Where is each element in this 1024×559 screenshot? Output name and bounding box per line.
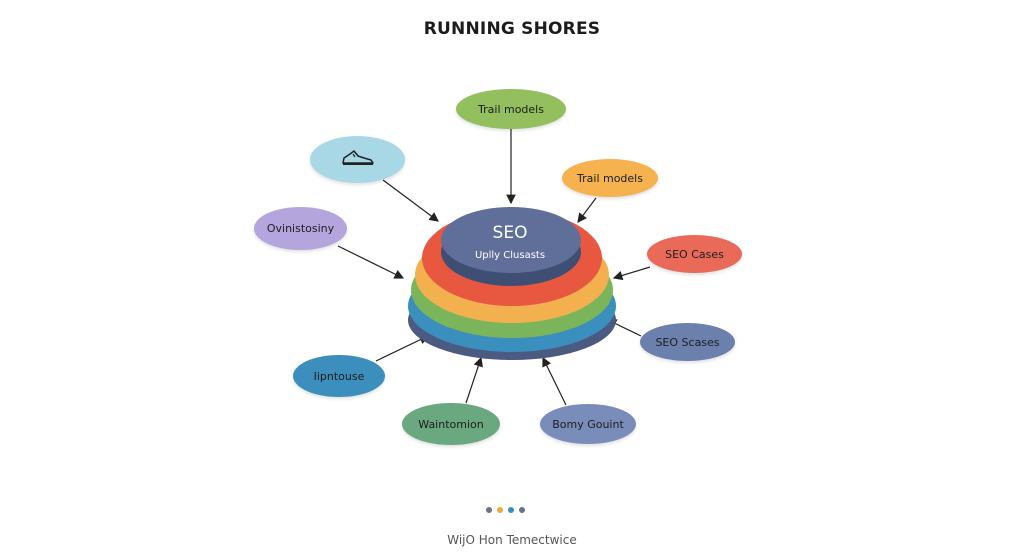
pager-dot[interactable]	[508, 507, 514, 513]
node-right-low[interactable]: SEO Scases	[640, 323, 735, 361]
node-left-low[interactable]: Iipntouse	[293, 355, 385, 397]
arrow-bottom-left	[465, 356, 483, 404]
node-bottom-right-label: Bomy Gouint	[552, 417, 624, 431]
node-right-top-label: Trail models	[577, 171, 643, 185]
pager-dot[interactable]	[486, 507, 492, 513]
footer-caption: WijO Hon Temectwice	[447, 533, 577, 547]
arrow-right-top	[577, 197, 597, 223]
node-bottom-left-label: Waintomion	[418, 417, 484, 431]
arrow-bottom-right	[542, 356, 567, 406]
node-right-top[interactable]: Trail models	[562, 159, 658, 197]
arrow-left-low	[375, 335, 430, 362]
connector-arrows	[337, 128, 651, 406]
core-subtitle: Uplly Clusasts	[474, 250, 546, 261]
node-right-low-label: SEO Scases	[655, 335, 720, 349]
pager-dots	[486, 507, 525, 513]
node-right-mid[interactable]: SEO Cases	[647, 235, 742, 273]
node-left-low-label: Iipntouse	[313, 369, 365, 383]
node-left-top[interactable]: Ovinistosiny	[254, 207, 347, 250]
node-right-mid-label: SEO Cases	[665, 247, 724, 261]
arrow-right-mid	[612, 266, 651, 281]
seo-core-stack	[408, 207, 616, 360]
node-bottom-left[interactable]: Waintomion	[402, 403, 500, 445]
node-shoe[interactable]	[310, 136, 405, 183]
node-left-top-label: Ovinistosiny	[266, 222, 335, 235]
pager-dot[interactable]	[497, 507, 503, 513]
arrow-left-top	[337, 245, 405, 279]
core-title: SEO	[492, 223, 528, 243]
node-top[interactable]: Trail models	[456, 89, 566, 129]
core-layer-top	[441, 207, 581, 273]
pager-dot[interactable]	[519, 507, 525, 513]
diagram-title: RUNNING SHORES	[423, 19, 601, 39]
node-top-label: Trail models	[478, 102, 544, 116]
arrow-shoe	[382, 179, 439, 222]
shoe-icon	[341, 148, 375, 171]
node-bottom-right[interactable]: Bomy Gouint	[540, 404, 636, 444]
